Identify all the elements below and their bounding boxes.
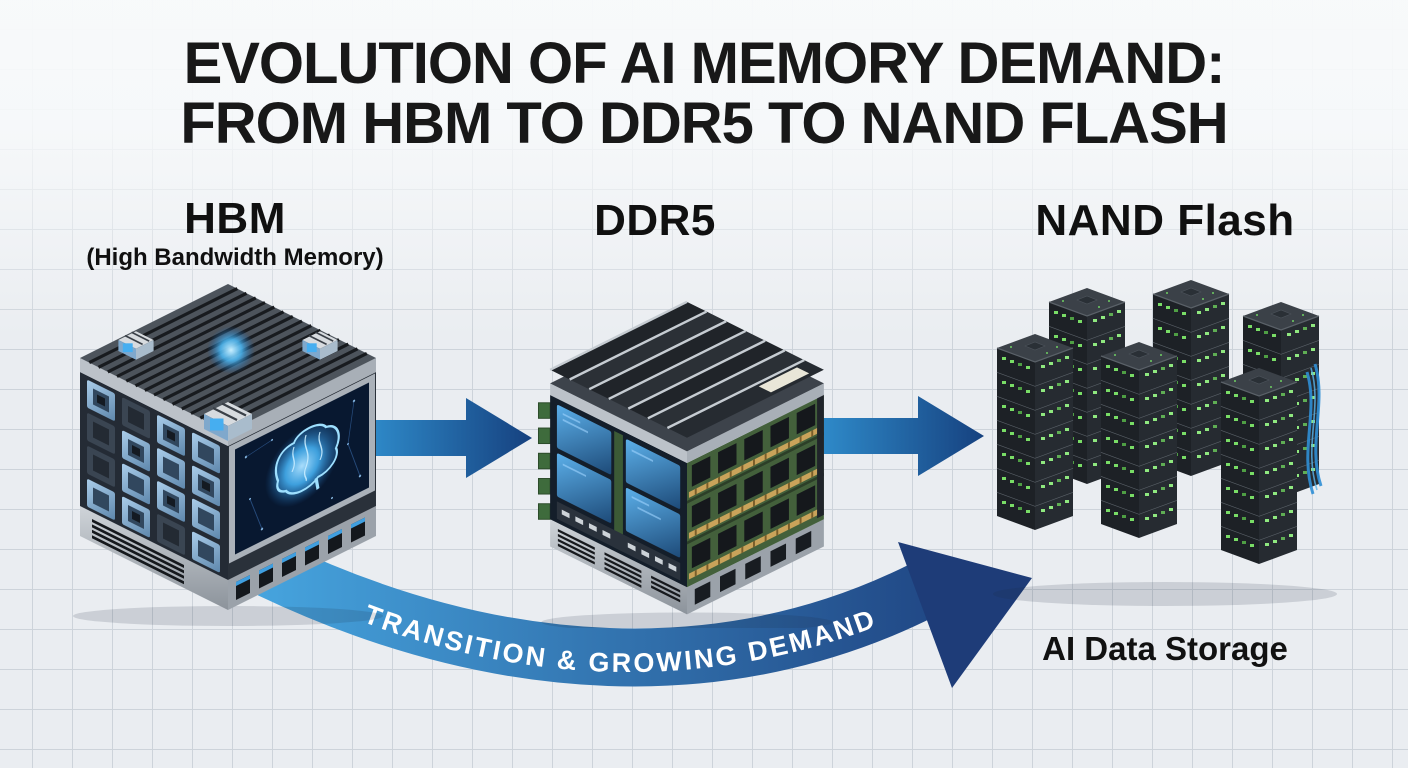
hbm-brain-screen bbox=[229, 373, 375, 564]
nand-stack bbox=[1220, 367, 1298, 565]
ram-stick-label bbox=[758, 367, 810, 393]
nand-shadow bbox=[993, 582, 1337, 606]
ddr5-dimm-cube-illustration bbox=[537, 300, 833, 628]
arrow-shape bbox=[366, 398, 532, 478]
curved-growth-arrow-icon: TRANSITION & GROWING DEMAND bbox=[258, 541, 1032, 688]
ddr5-circuit-face bbox=[556, 404, 681, 581]
hbm-sublabel: (High Bandwidth Memory) bbox=[86, 244, 384, 272]
ddr5-label: DDR5 bbox=[594, 196, 716, 245]
hbm-memory-cube-illustration bbox=[73, 284, 383, 626]
nand-label-block: NAND Flash bbox=[975, 196, 1355, 245]
hbm-top-glow bbox=[207, 326, 255, 374]
ddr5-label-block: DDR5 bbox=[540, 196, 770, 245]
arrow-shape bbox=[818, 396, 984, 476]
nand-stack bbox=[1100, 341, 1178, 539]
hbm-chip-grid bbox=[87, 380, 220, 573]
hbm-label-block: HBM (High Bandwidth Memory) bbox=[40, 194, 430, 272]
hbm-base-connectors bbox=[236, 517, 365, 600]
ddr5-edge-tabs bbox=[537, 402, 551, 520]
ddr5-shadow bbox=[541, 612, 833, 628]
right-arrow-icon bbox=[366, 398, 532, 478]
curved-arrow-band bbox=[258, 541, 937, 687]
curved-arrow-head bbox=[898, 542, 1032, 688]
nand-flash-stacks-illustration bbox=[993, 279, 1337, 606]
ddr5-dimm-rows bbox=[687, 394, 824, 580]
ai-data-storage-caption: AI Data Storage bbox=[1042, 630, 1288, 667]
hbm-shadow bbox=[73, 606, 383, 626]
right-arrow-icon bbox=[818, 396, 984, 476]
page-title: EVOLUTION OF AI MEMORY DEMAND: FROM HBM … bbox=[0, 31, 1408, 157]
nand-stack bbox=[996, 333, 1074, 531]
nand-label: NAND Flash bbox=[1035, 196, 1295, 245]
hbm-label: HBM bbox=[184, 194, 286, 243]
title-line-1: EVOLUTION OF AI MEMORY DEMAND: bbox=[183, 31, 1226, 96]
title-line-2: FROM HBM TO DDR5 TO NAND FLASH bbox=[180, 91, 1228, 157]
